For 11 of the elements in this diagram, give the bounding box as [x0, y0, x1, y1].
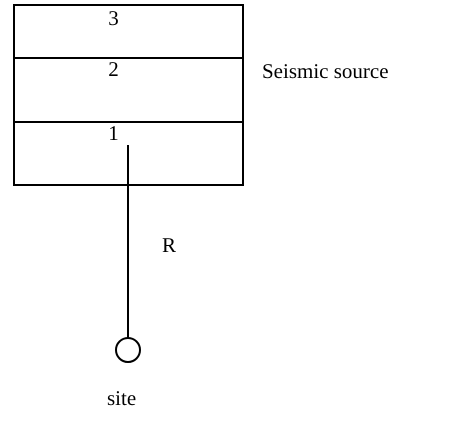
layer-number: 2	[108, 57, 119, 81]
layer-box	[13, 57, 244, 123]
layer-number: 1	[108, 121, 119, 145]
site-label: site	[107, 387, 136, 409]
source-label: Seismic source	[262, 60, 389, 82]
layer-number: 3	[108, 6, 119, 30]
distance-line	[127, 145, 129, 338]
site-circle	[115, 337, 141, 363]
edge-label: R	[162, 234, 176, 256]
layer-box	[13, 121, 244, 186]
layer-box	[13, 4, 244, 59]
